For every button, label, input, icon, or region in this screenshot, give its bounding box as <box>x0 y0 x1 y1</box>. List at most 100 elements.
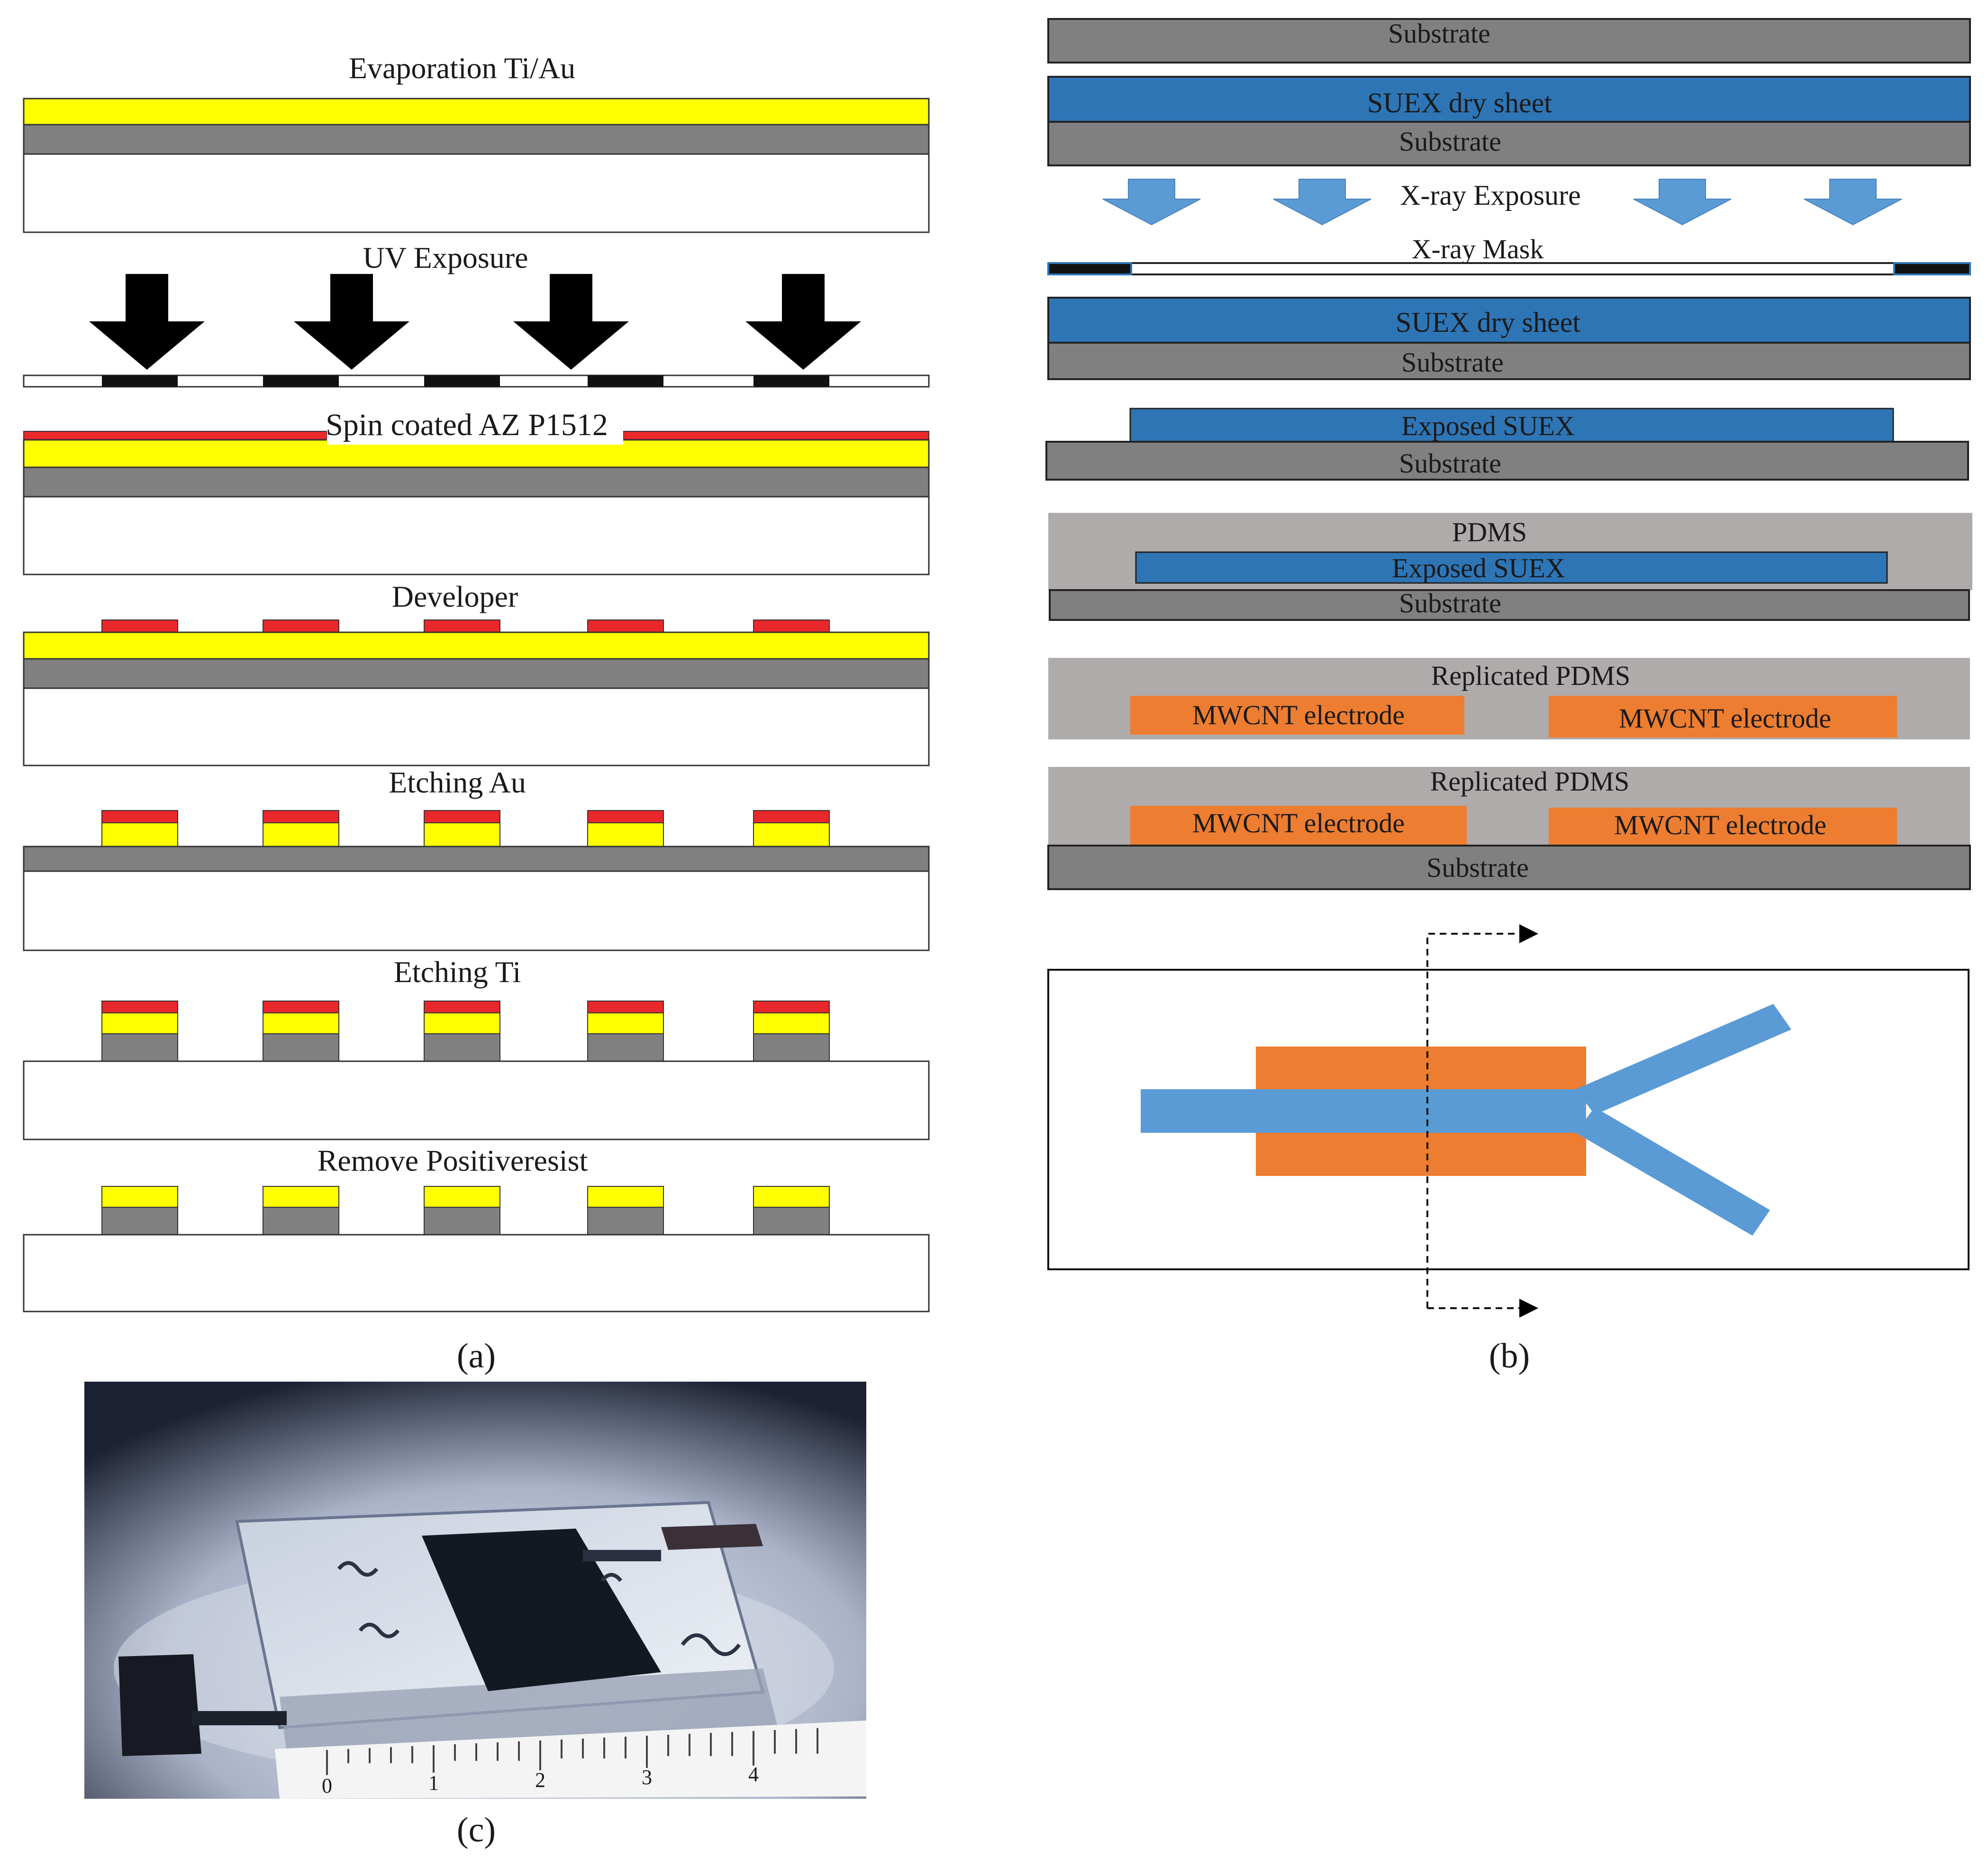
titanium-pads <box>101 1033 830 1062</box>
resist-caps <box>101 810 830 823</box>
titanium-layer <box>23 466 930 498</box>
step-evaporation: Evaporation Ti/Au <box>23 51 930 233</box>
electrode-pad <box>422 1529 661 1691</box>
mask-absorber <box>1047 262 1132 275</box>
panel-c-caption: (c) <box>457 1811 496 1849</box>
panel-b: Substrate SUEX dry sheet Substrate X-ray… <box>1045 18 1972 1375</box>
step-label: Spin coated AZ P1512 <box>326 408 608 442</box>
xray-mask <box>1047 262 1971 275</box>
step-spin-coat: Spin coated AZ P1512 <box>23 408 930 575</box>
mwcnt-electrode <box>1130 696 1464 735</box>
photoresist-layer <box>23 431 327 440</box>
resist-caps <box>101 1001 830 1013</box>
mwcnt-label: MWCNT electrode <box>1192 808 1405 838</box>
xray-mask-label: X-ray Mask <box>1412 234 1544 264</box>
step-label: Etching Ti <box>394 955 521 989</box>
uv-arrow <box>89 274 205 370</box>
titanium-layer <box>23 658 930 689</box>
contact-tab <box>661 1524 763 1550</box>
panel-c: 0 1 2 3 4 (c) <box>84 1382 866 1849</box>
b-step-pdms-cast: PDMS Exposed SUEX Substrate <box>1048 513 1972 621</box>
channel-marks <box>337 1561 741 1656</box>
titanium-pads <box>101 1207 830 1235</box>
step-remove-resist: Remove Positiveresist <box>23 1144 930 1312</box>
glass-substrate <box>23 1234 930 1312</box>
xray-arrow <box>1273 179 1371 226</box>
ruler-number: 1 <box>428 1771 439 1794</box>
b-step-replicated-pdms: Replicated PDMS MWCNT electrode MWCNT el… <box>1048 658 1970 739</box>
step-label: Developer <box>392 580 518 613</box>
label-background <box>327 408 623 445</box>
glass-substrate <box>23 496 930 575</box>
substrate-layer <box>1045 441 1969 481</box>
device-photo: 0 1 2 3 4 <box>84 1382 866 1799</box>
microchannel <box>1141 1004 1791 1236</box>
exposed-suex-label: Exposed SUEX <box>1401 410 1575 441</box>
step-etching-ti: Etching Ti <box>23 955 930 1140</box>
b-step-suex-laminate: SUEX dry sheet Substrate <box>1047 76 1971 166</box>
b-step-developed: Exposed SUEX Substrate <box>1045 408 1969 481</box>
bottom-lead <box>192 1711 287 1725</box>
exposed-suex-label: Exposed SUEX <box>1392 553 1565 583</box>
substrate-layer <box>1047 18 1971 64</box>
substrate-layer <box>1047 121 1971 166</box>
gold-layer <box>23 98 930 126</box>
photoresist-layer <box>623 431 929 440</box>
mask-opaque-regions <box>102 375 829 387</box>
titanium-layer <box>23 124 930 155</box>
replicated-pdms-label: Replicated PDMS <box>1431 660 1630 691</box>
section-line <box>1426 924 1538 1318</box>
glass-substrate <box>23 153 930 233</box>
suex-layer <box>1047 76 1971 123</box>
ruler-ticks <box>326 1728 818 1775</box>
substrate-label: Substrate <box>1399 588 1501 619</box>
substrate-label: Substrate <box>1426 852 1529 883</box>
b-step-xray: X-ray Exposure X-ray Mask <box>1047 179 1971 275</box>
mask-absorber <box>1893 262 1971 275</box>
substrate-label: Substrate <box>1399 126 1501 157</box>
xray-arrows <box>1102 179 1902 226</box>
replicated-pdms-label: Replicated PDMS <box>1430 766 1629 797</box>
substrate-label: Substrate <box>1388 18 1490 49</box>
suex-layer <box>1047 297 1971 344</box>
substrate-label: Substrate <box>1399 448 1501 479</box>
mwcnt-electrode <box>1549 808 1897 846</box>
panel-a-caption: (a) <box>457 1337 496 1375</box>
xray-arrow <box>1804 179 1902 226</box>
ruler-number: 3 <box>642 1766 652 1789</box>
mwcnt-label: MWCNT electrode <box>1619 703 1831 734</box>
mwcnt-electrode <box>1130 806 1467 845</box>
glass-substrate <box>23 1060 930 1140</box>
step-label: Remove Positiveresist <box>318 1144 588 1177</box>
connector-strip <box>583 1550 661 1561</box>
step-label: Etching Au <box>389 765 526 799</box>
suex-label: SUEX dry sheet <box>1396 307 1580 338</box>
step-developer: Developer <box>23 580 930 766</box>
gold-layer <box>23 631 930 660</box>
glass-substrate <box>23 870 930 951</box>
suex-label: SUEX dry sheet <box>1367 87 1552 118</box>
substrate-layer <box>1047 845 1971 890</box>
xray-arrow <box>1102 179 1201 226</box>
ruler-number: 4 <box>748 1763 759 1786</box>
substrate-label: Substrate <box>1401 347 1504 378</box>
glass-substrate <box>23 687 930 766</box>
step-label: Evaporation Ti/Au <box>349 51 575 85</box>
b-top-view <box>1047 924 1970 1318</box>
gold-pads <box>101 822 830 847</box>
xray-arrow <box>1633 179 1732 226</box>
step-etching-au: Etching Au <box>23 765 930 951</box>
substrate-layer <box>1047 342 1971 380</box>
substrate-layer <box>1049 589 1970 621</box>
exposed-suex-layer <box>1135 551 1888 584</box>
ruler-number: 0 <box>322 1774 332 1797</box>
titanium-layer <box>23 846 930 872</box>
mwcnt-label: MWCNT electrode <box>1614 810 1826 840</box>
ruler-number: 2 <box>535 1768 545 1792</box>
uv-arrow <box>745 274 861 370</box>
uv-arrow <box>513 274 629 370</box>
pdms-label: PDMS <box>1452 517 1527 547</box>
gold-pads <box>101 1186 830 1208</box>
b-step-substrate: Substrate <box>1047 18 1971 64</box>
